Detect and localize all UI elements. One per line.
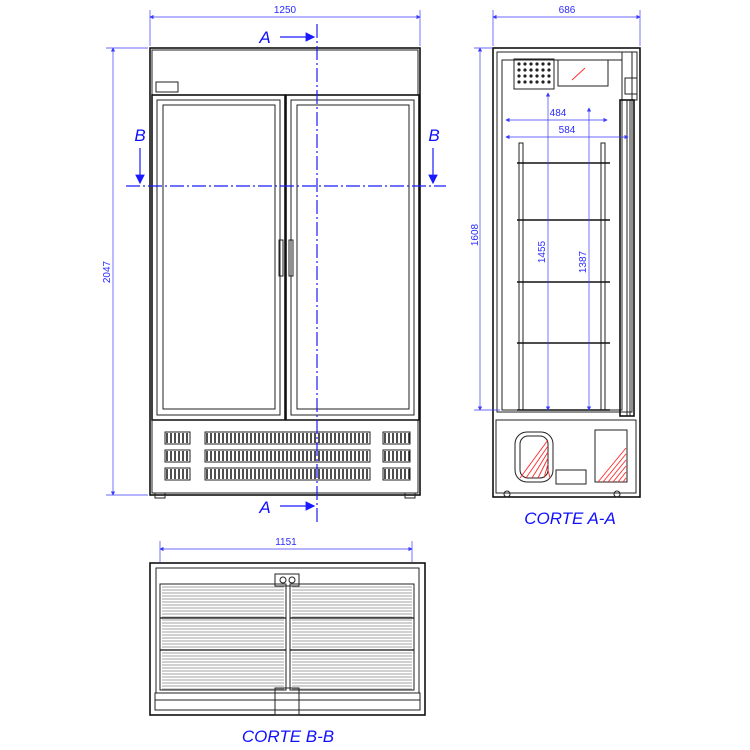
top-hinge bbox=[621, 51, 638, 101]
section-b-label-right: B bbox=[428, 126, 439, 145]
side-section-a-a: 686 1608 484 584 1455 1387 CORTE A-A bbox=[470, 5, 641, 528]
dimension-1387: 1387 bbox=[578, 250, 589, 273]
machine-compartment bbox=[495, 419, 637, 494]
dimension-584: 584 bbox=[559, 125, 576, 136]
vent-block bbox=[382, 431, 411, 445]
right-door-handle bbox=[288, 239, 294, 277]
condenser bbox=[514, 431, 554, 483]
controller-display bbox=[155, 81, 179, 93]
section-b-label-left: B bbox=[134, 126, 145, 145]
evaporator-fan bbox=[513, 58, 555, 90]
center-mullion-fitting bbox=[274, 573, 300, 587]
dimension-484: 484 bbox=[550, 108, 567, 119]
vent-block bbox=[204, 467, 371, 481]
vent-block bbox=[204, 431, 371, 445]
right-shelf-grid bbox=[289, 583, 415, 691]
door-profiles bbox=[154, 692, 421, 711]
wheel bbox=[613, 490, 621, 498]
evaporator-unit bbox=[557, 59, 609, 87]
vent-block bbox=[164, 431, 191, 445]
vent-block bbox=[382, 449, 411, 463]
left-door-handle bbox=[278, 239, 284, 277]
ventilation-grille bbox=[164, 431, 411, 481]
right-door bbox=[285, 94, 420, 421]
right-door-glass bbox=[296, 104, 410, 410]
control-box bbox=[594, 429, 628, 483]
height-1608-dimension: 1608 bbox=[470, 223, 481, 246]
height-dimension: 2047 bbox=[102, 260, 113, 283]
vent-block bbox=[204, 449, 371, 463]
section-a-a-title: CORTE A-A bbox=[524, 509, 616, 528]
top-section-b-b: 1151 CORTE B-B bbox=[149, 537, 426, 746]
vent-block bbox=[164, 449, 191, 463]
dimension-1455: 1455 bbox=[537, 240, 548, 263]
section-b-b-title: CORTE B-B bbox=[242, 727, 334, 746]
foot bbox=[154, 492, 166, 499]
foot bbox=[404, 492, 416, 499]
width-dimension: 1250 bbox=[274, 5, 297, 16]
canopy bbox=[151, 49, 419, 96]
center-hinge bbox=[274, 687, 300, 716]
vent-block bbox=[164, 467, 191, 481]
section-hatching bbox=[519, 439, 627, 483]
base-grille-panel bbox=[151, 419, 419, 494]
left-door-glass bbox=[162, 104, 276, 410]
shelves bbox=[517, 142, 610, 411]
vent-block bbox=[382, 467, 411, 481]
cabinet-outline bbox=[149, 47, 421, 496]
shelf-upright bbox=[518, 142, 524, 411]
compressor bbox=[555, 469, 587, 485]
left-door bbox=[151, 94, 286, 421]
cabinet-outline bbox=[492, 47, 641, 498]
section-a-label-top: A bbox=[258, 28, 270, 47]
depth-dimension: 686 bbox=[559, 5, 576, 16]
left-shelf-grid bbox=[159, 583, 287, 691]
section-a-label-bottom: A bbox=[258, 498, 270, 517]
shelf-upright bbox=[600, 142, 606, 411]
front-view: 1250 2047 A A B B bbox=[102, 5, 446, 524]
wheel bbox=[503, 490, 511, 498]
width-1151-dimension: 1151 bbox=[275, 537, 297, 548]
